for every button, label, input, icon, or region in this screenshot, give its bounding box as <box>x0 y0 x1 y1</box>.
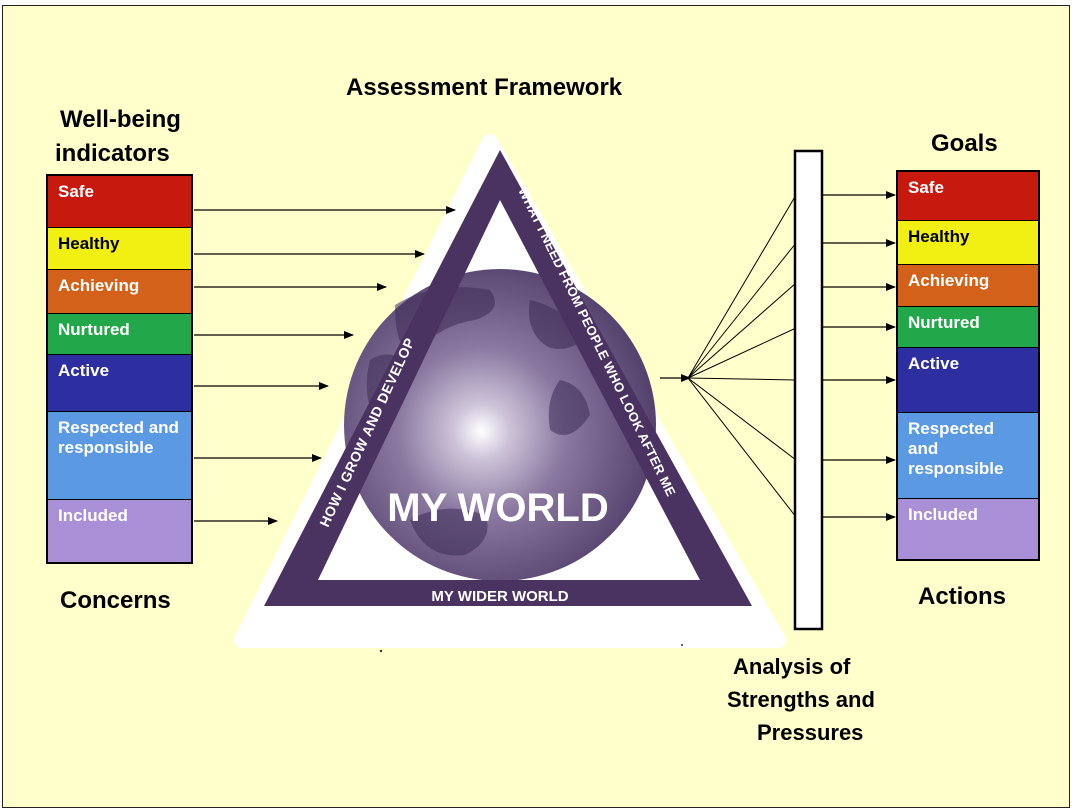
right-indicator-active: Active <box>898 348 1038 413</box>
left-heading-line2: indicators <box>55 140 170 167</box>
right-indicator-included: Included <box>898 499 1038 559</box>
left-indicator-respected: Respected and responsible <box>48 412 191 500</box>
left-indicator-achieving: Achieving <box>48 270 191 314</box>
left-footer: Concerns <box>60 587 171 614</box>
right-indicator-achieving: Achieving <box>898 265 1038 307</box>
left-indicator-active: Active <box>48 355 191 412</box>
page-title: Assessment Framework <box>346 74 623 101</box>
right-indicator-respected: Respected and responsible <box>898 413 1038 499</box>
indicator-arrows <box>194 206 456 525</box>
right-indicator-healthy: Healthy <box>898 221 1038 265</box>
right-indicator-nurtured: Nurtured <box>898 307 1038 348</box>
analysis-line1: Analysis of <box>733 654 851 679</box>
dot-mark <box>379 649 383 653</box>
triangle-bottom-text: MY WIDER WORLD <box>431 588 568 605</box>
right-heading: Goals <box>931 130 998 157</box>
left-indicator-safe: Safe <box>48 176 191 228</box>
right-indicator-safe: Safe <box>898 172 1038 221</box>
wellbeing-indicator-stack: Safe Healthy Achieving Nurtured Active R… <box>46 174 193 564</box>
analysis-bar <box>793 149 824 631</box>
left-indicator-nurtured: Nurtured <box>48 314 191 355</box>
analysis-line3: Pressures <box>757 720 864 745</box>
right-footer: Actions <box>918 583 1007 610</box>
left-indicator-included: Included <box>48 500 191 562</box>
analysis-fan-lines <box>687 194 797 518</box>
goals-stack: Safe Healthy Achieving Nurtured Active R… <box>896 170 1040 561</box>
goal-arrows <box>822 191 896 521</box>
my-world-label: MY WORLD <box>387 486 608 530</box>
analysis-line2: Strengths and <box>727 687 875 712</box>
left-indicator-healthy: Healthy <box>48 228 191 270</box>
dot-mark <box>681 644 683 646</box>
left-heading-line1: Well-being <box>60 106 181 133</box>
triangle-band <box>264 150 752 606</box>
